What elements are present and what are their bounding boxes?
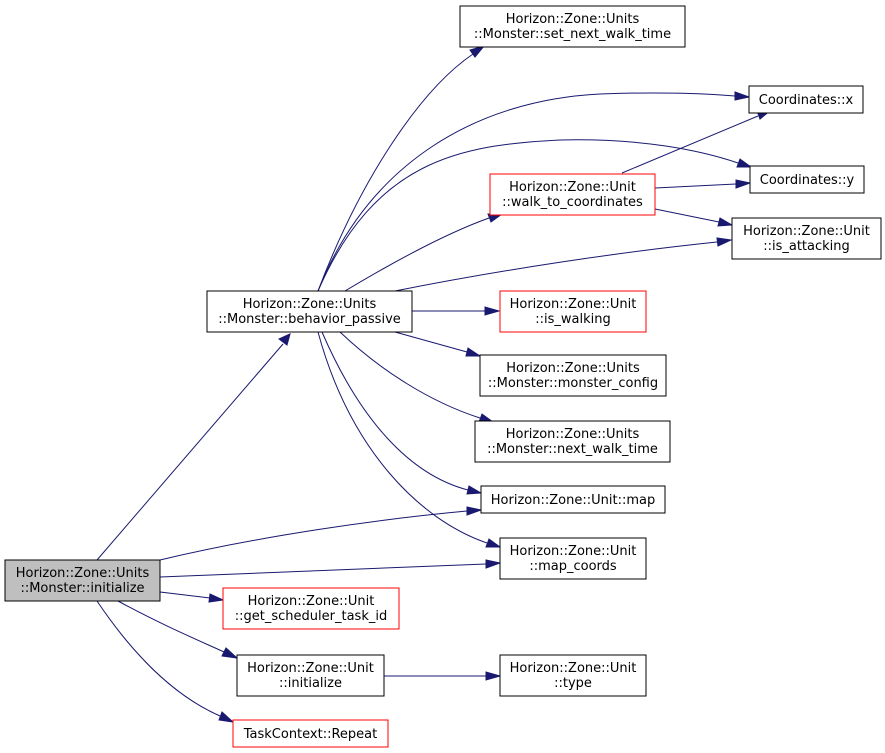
node-label-line: Horizon::Zone::Units	[506, 427, 640, 442]
node-behavior-passive[interactable]: Horizon::Zone::Units ::Monster::behavior…	[206, 290, 413, 333]
edge-initialize-to-map-coords	[159, 563, 487, 578]
edge-arrowhead	[736, 158, 753, 168]
edge-walk-to-coordinates-x	[621, 115, 759, 174]
node-label-line: TaskContext::Repeat	[243, 727, 378, 742]
edge-arrowhead	[218, 711, 235, 723]
node-label-line: Horizon::Zone::Unit	[509, 180, 636, 195]
node-label-line: Horizon::Zone::Unit	[248, 594, 375, 609]
edge-behavior-to-unit-map	[321, 331, 469, 491]
node-is-attacking[interactable]: Horizon::Zone::Unit ::is_attacking	[731, 217, 882, 260]
edge-behavior-to-set-next-walk-time	[317, 53, 474, 292]
node-label-line: Horizon::Zone::Units	[243, 297, 377, 312]
node-label-line: ::Monster::initialize	[20, 581, 144, 596]
node-label-line: ::is_attacking	[763, 239, 850, 254]
edge-arrowhead	[717, 217, 734, 227]
edge-arrowhead	[466, 506, 483, 516]
node-label-line: Horizon::Zone::Unit	[510, 661, 637, 676]
edge-arrowhead	[469, 45, 486, 58]
node-label-line: Horizon::Zone::Unit	[510, 544, 637, 559]
node-unit-initialize[interactable]: Horizon::Zone::Unit ::initialize	[236, 654, 385, 697]
node-label-line: Horizon::Zone::Units	[506, 361, 640, 376]
node-monster-config[interactable]: Horizon::Zone::Units ::Monster::monster_…	[479, 354, 667, 397]
edge-initialize-to-unit-map	[159, 510, 468, 561]
edge-arrowhead	[484, 306, 501, 316]
edge-initialize-to-behavior-passive	[96, 343, 284, 561]
edge-arrowhead	[485, 559, 502, 569]
node-walk-to-coordinates[interactable]: Horizon::Zone::Unit ::walk_to_coordinate…	[489, 173, 656, 216]
edge-arrowhead	[278, 333, 291, 346]
node-label-line: Horizon::Zone::Unit	[510, 297, 637, 312]
node-monster-initialize[interactable]: Horizon::Zone::Units ::Monster::initiali…	[4, 559, 161, 602]
node-label-line: ::is_walking	[535, 312, 611, 327]
node-label-line: Horizon::Zone::Unit::map	[491, 493, 655, 508]
edge-behavior-to-monster-config	[394, 331, 468, 353]
edge-initialize-to-task-repeat	[96, 600, 221, 717]
edge-walk-to-coordinates-y	[654, 183, 737, 189]
edge-behavior-to-map-coords	[317, 331, 488, 544]
edge-arrowhead	[734, 91, 751, 101]
node-coordinates-y[interactable]: Coordinates::y	[749, 165, 865, 194]
edge-behavior-to-next-walk-time	[339, 331, 481, 419]
node-set-next-walk-time[interactable]: Horizon::Zone::Units ::Monster::set_next…	[459, 5, 686, 48]
edge-behavior-to-coordinates-x	[317, 92, 736, 292]
edge-arrowhead	[221, 647, 239, 659]
edge-behavior-to-walk-to-coordinates	[344, 217, 490, 292]
node-get-scheduler-task-id[interactable]: Horizon::Zone::Unit ::get_scheduler_task…	[222, 587, 400, 630]
node-map-coords[interactable]: Horizon::Zone::Unit ::map_coords	[499, 537, 647, 580]
edge-arrowhead	[465, 347, 482, 357]
node-label-line: ::type	[554, 676, 592, 691]
node-task-repeat[interactable]: TaskContext::Repeat	[232, 719, 389, 748]
node-label-line: ::walk_to_coordinates	[502, 195, 643, 210]
node-label-line: Horizon::Zone::Unit	[743, 224, 870, 239]
node-is-walking[interactable]: Horizon::Zone::Unit ::is_walking	[499, 290, 647, 333]
edge-arrowhead	[466, 485, 483, 495]
node-label-line: Horizon::Zone::Units	[506, 12, 640, 27]
node-coordinates-x[interactable]: Coordinates::x	[748, 85, 864, 114]
edge-arrowhead	[735, 179, 752, 189]
edge-arrowhead	[716, 237, 733, 247]
node-label-line: ::map_coords	[529, 559, 617, 574]
node-label-line: Horizon::Zone::Unit	[247, 661, 374, 676]
edge-arrowhead	[208, 593, 225, 603]
node-label-line: Horizon::Zone::Units	[16, 566, 150, 581]
node-label-line: ::initialize	[279, 676, 342, 691]
node-label-line: Coordinates::x	[759, 93, 854, 108]
node-unit-map[interactable]: Horizon::Zone::Unit::map	[480, 485, 666, 514]
node-label-line: ::Monster::behavior_passive	[218, 312, 401, 327]
edge-behavior-to-coordinates-y	[317, 139, 739, 292]
edge-walk-to-is-attacking	[654, 208, 720, 223]
edges	[96, 45, 773, 723]
node-label-line: ::get_scheduler_task_id	[235, 609, 387, 624]
node-label-line: ::Monster::next_walk_time	[487, 442, 658, 457]
node-unit-type[interactable]: Horizon::Zone::Unit ::type	[499, 654, 647, 697]
edge-initialize-to-unit-initialize	[117, 600, 225, 653]
node-label-line: ::Monster::monster_config	[488, 376, 658, 391]
edge-behavior-to-is-attacking	[394, 241, 718, 292]
node-label-line: ::Monster::set_next_walk_time	[474, 27, 671, 42]
node-label-line: Coordinates::y	[760, 173, 855, 188]
edge-arrowhead	[485, 538, 502, 548]
edge-initialize-to-get-scheduler-task-id	[159, 591, 211, 599]
node-next-walk-time[interactable]: Horizon::Zone::Units ::Monster::next_wal…	[474, 420, 671, 463]
edge-arrowhead	[485, 671, 502, 681]
